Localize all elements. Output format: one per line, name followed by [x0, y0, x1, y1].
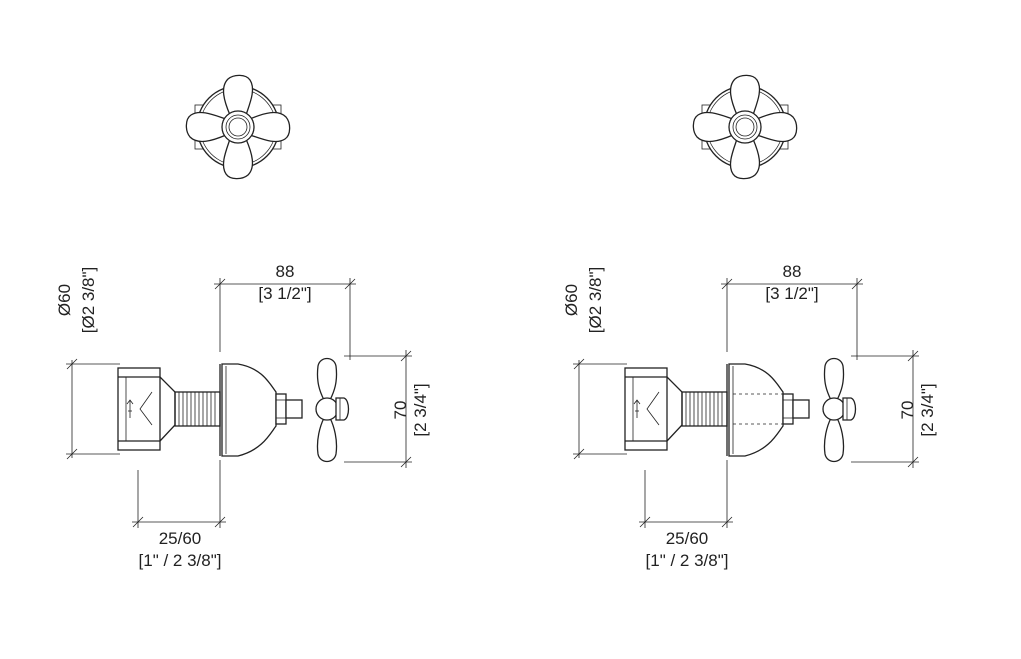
- len-in-label: [3 1/2"]: [258, 284, 311, 303]
- thread-in-label: [1" / 2 3/8"]: [139, 551, 222, 570]
- dim-length-right: 88 [3 1/2"]: [721, 262, 863, 360]
- drawing-left: Ø60 [Ø2 3/8"] 88 [3 1/2"] 70 [2 3/4"]: [55, 74, 430, 570]
- dim-thread-right: 25/60 [1" / 2 3/8"]: [639, 460, 733, 570]
- thread-mm-label: 25/60: [666, 529, 709, 548]
- dia-mm-label: Ø60: [55, 284, 74, 316]
- height-in-label: [2 3/4"]: [411, 383, 430, 436]
- dim-diameter-right: Ø60 [Ø2 3/8"]: [562, 267, 627, 460]
- side-view-right: [624, 357, 857, 463]
- front-view-left: [185, 74, 291, 180]
- dim-height-right: 70 [2 3/4"]: [851, 350, 937, 468]
- front-view-right: [692, 74, 798, 180]
- thread-mm-label: 25/60: [159, 529, 202, 548]
- dia-mm-label: Ø60: [562, 284, 581, 316]
- side-view-left: [117, 357, 350, 463]
- len-mm-label: 88: [276, 262, 295, 281]
- len-mm-label: 88: [783, 262, 802, 281]
- dia-in-label: [Ø2 3/8"]: [586, 267, 605, 334]
- dim-diameter-left: Ø60 [Ø2 3/8"]: [55, 267, 120, 460]
- height-mm-label: 70: [898, 401, 917, 420]
- height-mm-label: 70: [391, 401, 410, 420]
- height-in-label: [2 3/4"]: [918, 383, 937, 436]
- thread-lines-right: [685, 392, 723, 426]
- len-in-label: [3 1/2"]: [765, 284, 818, 303]
- thread-lines-left: [178, 392, 216, 426]
- dim-thread-left: 25/60 [1" / 2 3/8"]: [132, 460, 226, 570]
- dia-in-label: [Ø2 3/8"]: [79, 267, 98, 334]
- dim-length-left: 88 [3 1/2"]: [214, 262, 356, 360]
- dim-height-left: 70 [2 3/4"]: [344, 350, 430, 468]
- thread-in-label: [1" / 2 3/8"]: [646, 551, 729, 570]
- drawing-right: Ø60 [Ø2 3/8"] 88 [3 1/2"] 70 [2 3/4"]: [562, 74, 937, 570]
